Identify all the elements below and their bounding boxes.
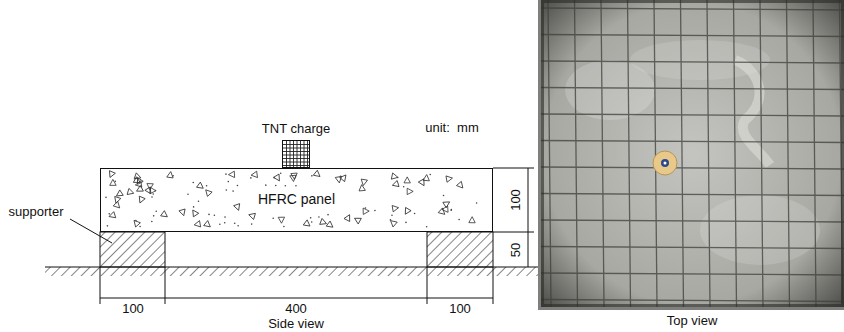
charge-label: TNT charge — [262, 122, 330, 136]
part-name: supporter — [8, 204, 65, 219]
label-holder: Side view — [267, 316, 325, 331]
charge-grid — [283, 141, 309, 167]
label-holder: 50 — [508, 242, 523, 258]
label-holder: 100 — [508, 188, 523, 212]
label-holder: Top view — [666, 313, 719, 328]
dimension-value: 400 — [284, 301, 308, 316]
dimension-value: 100 — [121, 301, 145, 316]
leader-line — [70, 219, 112, 243]
dimension-value: 100 — [448, 301, 472, 316]
ground — [45, 267, 538, 276]
view-caption: Top view — [666, 313, 719, 328]
aggregate-pattern — [105, 170, 477, 230]
unit-note: unit: mm — [424, 120, 479, 135]
dimension-value: 100 — [508, 188, 523, 212]
tnt-charge: TNT charge — [282, 140, 310, 168]
dimension-line — [493, 168, 534, 267]
view-caption: Side view — [267, 316, 325, 331]
label-holder: 400 — [284, 301, 308, 316]
label-holder: 100 — [448, 301, 472, 316]
label-holder: unit: mm — [424, 120, 479, 135]
label-holder: 100 — [121, 301, 145, 316]
dimension-line — [100, 267, 493, 304]
photo-top-view — [541, 0, 844, 307]
hfrc-panel: HFRC panel — [100, 168, 493, 232]
dimension-value: 50 — [508, 242, 523, 258]
supporter-block — [100, 232, 493, 267]
label-holder: supporter — [8, 204, 65, 219]
panel-label: HFRC panel — [256, 192, 337, 207]
